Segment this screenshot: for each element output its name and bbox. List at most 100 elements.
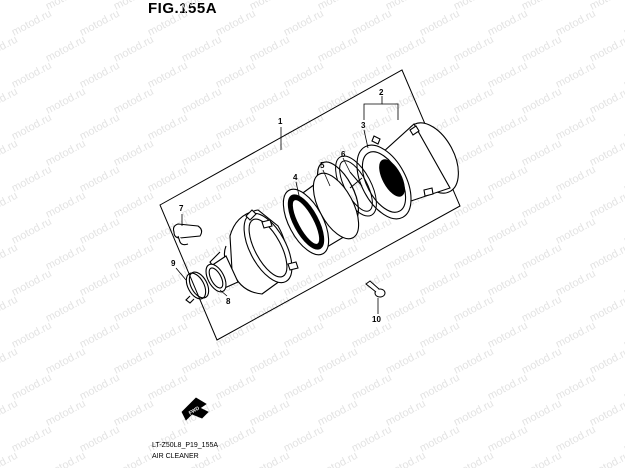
watermark-text: motod.ru (452, 346, 496, 377)
watermark-text: motod.ru (384, 242, 428, 273)
watermark-text: motod.ru (0, 34, 20, 65)
watermark-text: motod.ru (384, 450, 428, 468)
watermark-text: motod.ru (486, 8, 530, 39)
watermark-text: motod.ru (112, 242, 156, 273)
watermark-text: motod.ru (384, 294, 428, 325)
watermark-text: motod.ru (316, 450, 360, 468)
watermark-text: motod.ru (214, 372, 258, 403)
leader-lines (175, 96, 399, 314)
callout-7: 7 (179, 204, 184, 213)
watermark-text: motod.ru (316, 346, 360, 377)
forward-arrow-badge: FWD (181, 397, 209, 421)
assembly-outline (159, 69, 461, 341)
watermark-text: motod.ru (554, 60, 598, 91)
watermark-text: motod.ru (248, 0, 292, 13)
watermark-text: motod.ru (0, 294, 20, 325)
watermark-text: motod.ru (214, 60, 258, 91)
watermark-text: motod.ru (316, 0, 360, 13)
watermark-text: motod.ru (554, 424, 598, 455)
outlet-tube (205, 255, 239, 293)
watermark-text: motod.ru (520, 34, 564, 65)
watermark-text: motod.ru (486, 112, 530, 143)
watermark-text: motod.ru (78, 372, 122, 403)
watermark-text: motod.ru (248, 34, 292, 65)
watermark-text: motod.ru (146, 60, 190, 91)
hose-clamp (185, 271, 210, 304)
watermark-text: motod.ru (0, 346, 20, 377)
watermark-text: motod.ru (214, 164, 258, 195)
watermark-text: motod.ru (282, 372, 326, 403)
watermark-text: motod.ru (282, 424, 326, 455)
watermark-text: motod.ru (418, 8, 462, 39)
watermark-text: motod.ru (452, 0, 496, 13)
watermark-text: motod.ru (180, 86, 224, 117)
watermark-text: motod.ru (520, 86, 564, 117)
watermark-text: motod.ru (44, 450, 88, 468)
watermark-text: motod.ru (44, 0, 88, 13)
watermark-text: motod.ru (112, 138, 156, 169)
watermark-text: motod.ru (486, 424, 530, 455)
watermark-text: motod.ru (248, 86, 292, 117)
callout-2: 2 (379, 88, 384, 97)
watermark-text: motod.ru (180, 0, 224, 13)
watermark-text: motod.ru (486, 60, 530, 91)
watermark-text: motod.ru (112, 190, 156, 221)
watermark-text: motod.ru (10, 164, 54, 195)
watermark-text: motod.ru (44, 190, 88, 221)
watermark-text: motod.ru (350, 424, 394, 455)
watermark-text: motod.ru (0, 398, 20, 429)
watermark-text: motod.ru (214, 112, 258, 143)
watermark-text: motod.ru (588, 190, 625, 221)
watermark-text: motod.ru (384, 34, 428, 65)
watermark-text: motod.ru (384, 398, 428, 429)
watermark-text: motod.ru (0, 190, 20, 221)
watermark-text: motod.ru (214, 8, 258, 39)
watermark-text: motod.ru (78, 112, 122, 143)
air-cleaner-case (209, 209, 299, 295)
watermark-text: motod.ru (10, 216, 54, 247)
watermark-text: motod.ru (350, 8, 394, 39)
watermark-text: motod.ru (520, 242, 564, 273)
watermark-text: motod.ru (486, 320, 530, 351)
watermark-text: motod.ru (180, 34, 224, 65)
watermark-text: motod.ru (146, 372, 190, 403)
watermark-text: motod.ru (180, 190, 224, 221)
watermark-text: motod.ru (520, 0, 564, 13)
watermark-text: motod.ru (384, 0, 428, 13)
watermark-text: motod.ru (10, 320, 54, 351)
watermark-text: motod.ru (112, 86, 156, 117)
callout-9: 9 (171, 259, 176, 268)
drain-plug (172, 223, 203, 246)
watermark-text: motod.ru (452, 450, 496, 468)
watermark-text: motod.ru (350, 372, 394, 403)
watermark-text: motod.ru (452, 398, 496, 429)
watermark-text: motod.ru (44, 138, 88, 169)
watermark-text: motod.ru (418, 216, 462, 247)
bolt (365, 280, 386, 298)
watermark-text: motod.ru (78, 216, 122, 247)
watermark-text: motod.ru (520, 450, 564, 468)
watermark-text: motod.ru (520, 294, 564, 325)
watermark-text: motod.ru (418, 268, 462, 299)
watermark-text: motod.ru (44, 86, 88, 117)
watermark-text: motod.ru (554, 268, 598, 299)
watermark-text: motod.ru (10, 372, 54, 403)
watermark-text: motod.ru (316, 34, 360, 65)
callout-8: 8 (226, 297, 231, 306)
watermark-text: motod.ru (10, 268, 54, 299)
watermark-text: motod.ru (588, 86, 625, 117)
watermark-text: motod.ru (248, 294, 292, 325)
watermark-text: motod.ru (10, 112, 54, 143)
clamp-ring (335, 155, 377, 217)
watermark-text: motod.ru (44, 242, 88, 273)
watermark-text: motod.ru (146, 112, 190, 143)
watermark-text: motod.ru (452, 86, 496, 117)
callout-3: 3 (361, 121, 366, 130)
figure-code: LT-Z50L8_P19_155A (152, 442, 219, 449)
callout-1: 1 (278, 117, 283, 126)
watermark-text: motod.ru (520, 190, 564, 221)
figure-name: AIR CLEANER (152, 453, 199, 460)
watermark-text: motod.ru (452, 34, 496, 65)
watermark-text: motod.ru (248, 450, 292, 468)
